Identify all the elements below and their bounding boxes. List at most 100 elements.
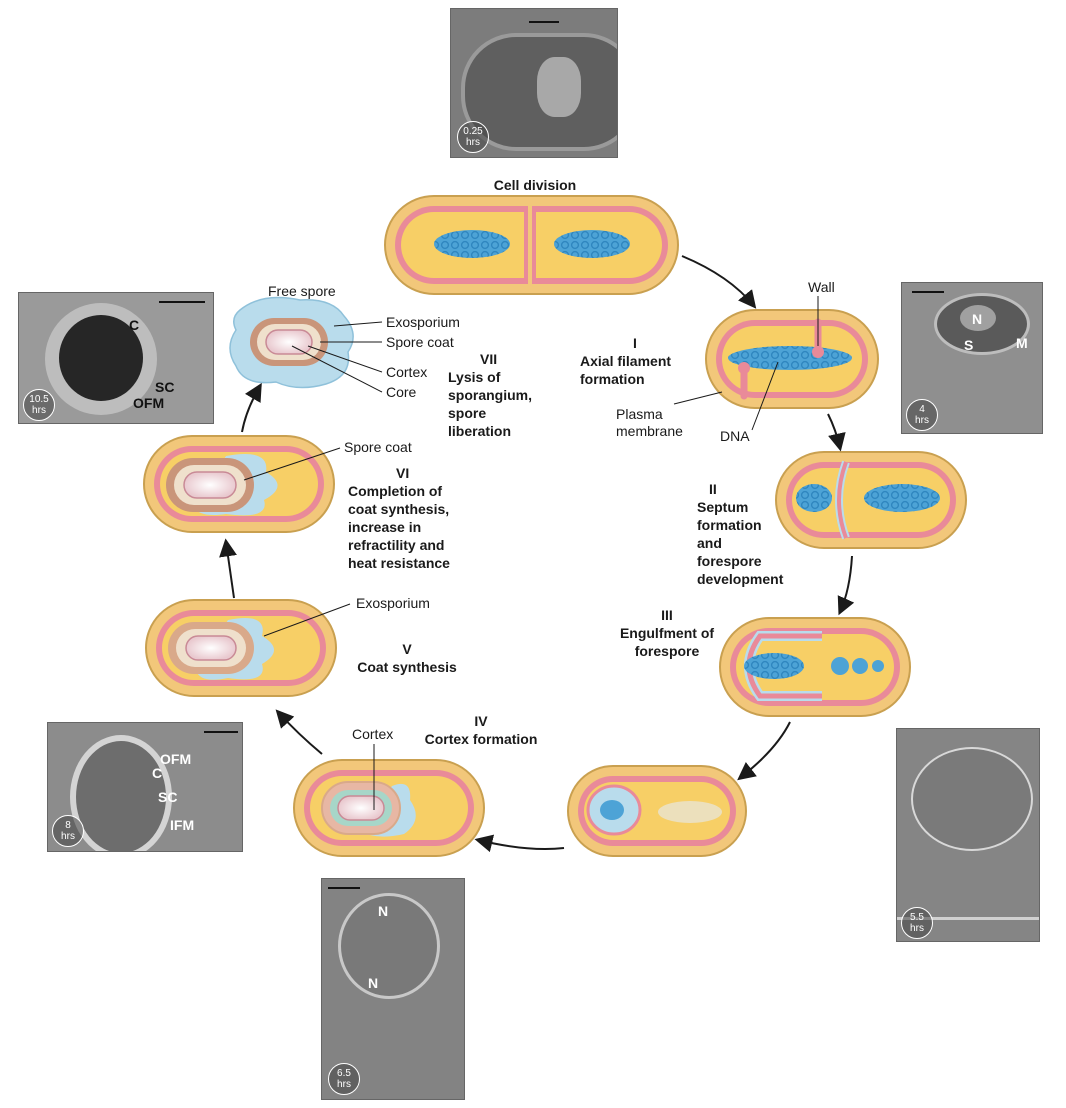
arrow-division-to-i — [681, 255, 757, 309]
stage-ii-cell — [775, 451, 967, 549]
scale-bar — [912, 291, 944, 293]
stage-i-cell — [705, 309, 879, 409]
micrograph-left-lower: OFM C SC IFM 8 hrs — [47, 722, 243, 852]
cycle-arrows — [219, 255, 855, 853]
stage-v-number: V — [402, 641, 412, 657]
stage-iii-title: III Engulfment of forespore — [612, 606, 722, 660]
time-value: 10.5 — [29, 394, 49, 405]
mark-n-top: N — [378, 903, 389, 919]
spore-coat-label: Spore coat — [386, 334, 454, 350]
mark-n-bottom: N — [368, 975, 379, 991]
stage-cell-division-title: Cell division — [470, 176, 600, 194]
mark-n: N — [972, 311, 983, 327]
time-badge: 4 hrs — [906, 399, 938, 431]
free-spore-label: Free spore — [268, 283, 336, 299]
dna-cluster — [434, 230, 510, 258]
time-unit: hrs — [61, 831, 75, 842]
scale-bar — [204, 731, 238, 733]
stage-vii-number: VII — [480, 351, 498, 367]
time-badge: 10.5 hrs — [23, 389, 55, 421]
stage-iii-number: III — [661, 607, 673, 623]
stage-v-label: Coat synthesis — [357, 659, 457, 675]
forespore-core — [960, 305, 996, 331]
exosporium-label: Exosporium — [386, 314, 460, 330]
time-unit: hrs — [32, 405, 46, 416]
plasma-membrane-label: Plasma membrane — [616, 406, 683, 439]
cell-division-cell — [384, 195, 679, 295]
mark-sc: SC — [155, 379, 175, 395]
arrow-v-to-vi — [219, 538, 237, 599]
micrograph-right-upper: N S M 4 hrs — [901, 282, 1043, 434]
forespore-shape — [911, 747, 1033, 851]
forespore-shape — [934, 293, 1030, 355]
stage-v-title: V Coat synthesis — [348, 640, 466, 676]
stage-vii-label: Lysis of sporangium, spore liberation — [448, 369, 533, 439]
dna-label: DNA — [720, 428, 750, 444]
time-badge: 6.5 hrs — [328, 1063, 360, 1095]
v-exosporium-label: Exosporium — [356, 595, 430, 611]
stage-i-title: I Axial filament formation — [580, 334, 690, 388]
stage-vi-label: Completion of coat synthesis, increase i… — [348, 483, 450, 571]
micrograph-right-lower: 5.5 hrs — [896, 728, 1040, 942]
time-unit: hrs — [337, 1079, 351, 1090]
arrow-iv-to-v — [275, 709, 323, 755]
time-value: 5.5 — [910, 912, 924, 923]
mark-c: C — [152, 765, 163, 781]
time-unit: hrs — [910, 923, 924, 934]
stage-iv-title: IV Cortex formation — [414, 712, 548, 748]
time-unit: hrs — [466, 137, 480, 148]
cortex-label: Cortex — [386, 364, 428, 380]
stage-ii-number: II — [709, 481, 717, 497]
septum-line — [897, 917, 1039, 920]
stage-iii-label: Engulfment of forespore — [619, 625, 715, 659]
nucleoid-shape — [537, 57, 581, 117]
forespore-shape — [338, 893, 440, 999]
wall-label: Wall — [808, 279, 835, 295]
mark-ifm: IFM — [170, 817, 195, 833]
stage-ii-title: II Septum formation and forespore develo… — [697, 480, 807, 588]
core-label: Core — [386, 384, 417, 400]
mark-c: C — [129, 317, 140, 333]
stage-v-cell — [145, 599, 337, 697]
scale-bar — [328, 887, 360, 889]
time-value: 4 — [919, 404, 925, 415]
engulfed-forespore-cell — [567, 765, 747, 857]
micrograph-bottom: N N 6.5 hrs — [321, 878, 465, 1100]
arrow-engulfed-to-iv — [474, 834, 565, 853]
spore-shape — [70, 735, 172, 851]
stage-iv-label: Cortex formation — [424, 731, 538, 747]
micrograph-left-upper: C SC OFM 10.5 hrs — [18, 292, 214, 424]
time-value: 0.25 — [463, 126, 483, 137]
stage-iii-cell — [719, 617, 911, 717]
stage-i-number: I — [633, 335, 637, 351]
time-badge: 0.25 hrs — [457, 121, 489, 153]
time-badge: 5.5 hrs — [901, 907, 933, 939]
scale-bar — [529, 21, 559, 23]
stage-vii-title: VII Lysis of sporangium, spore liberatio… — [448, 350, 548, 440]
arrow-iii-to-engulfed — [737, 721, 791, 781]
stage-iv-number: IV — [474, 713, 488, 729]
arrow-ii-to-iii — [837, 555, 855, 616]
mark-sc: SC — [158, 789, 178, 805]
leader-lines — [243, 296, 819, 810]
stage-vi-title: VI Completion of coat synthesis, increas… — [348, 464, 478, 572]
arrow-i-to-ii — [827, 413, 846, 452]
scale-bar — [159, 301, 205, 303]
stage-vi-number: VI — [396, 465, 410, 481]
stage-iv-cell — [293, 759, 485, 857]
dna-cluster — [554, 230, 630, 258]
micrograph-top: 0.25 hrs — [450, 8, 618, 158]
mark-ofm: OFM — [133, 395, 165, 411]
free-spore — [229, 296, 354, 389]
spore-core — [59, 315, 143, 401]
mark-ofm: OFM — [160, 751, 192, 767]
vi-spore-coat-label: Spore coat — [344, 439, 412, 455]
mark-m: M — [1016, 335, 1028, 351]
time-value: 8 — [65, 820, 71, 831]
time-unit: hrs — [915, 415, 929, 426]
stage-ii-label: Septum formation and forespore developme… — [697, 499, 784, 587]
time-value: 6.5 — [337, 1068, 351, 1079]
iv-cortex-label: Cortex — [352, 726, 394, 742]
time-badge: 8 hrs — [52, 815, 84, 847]
